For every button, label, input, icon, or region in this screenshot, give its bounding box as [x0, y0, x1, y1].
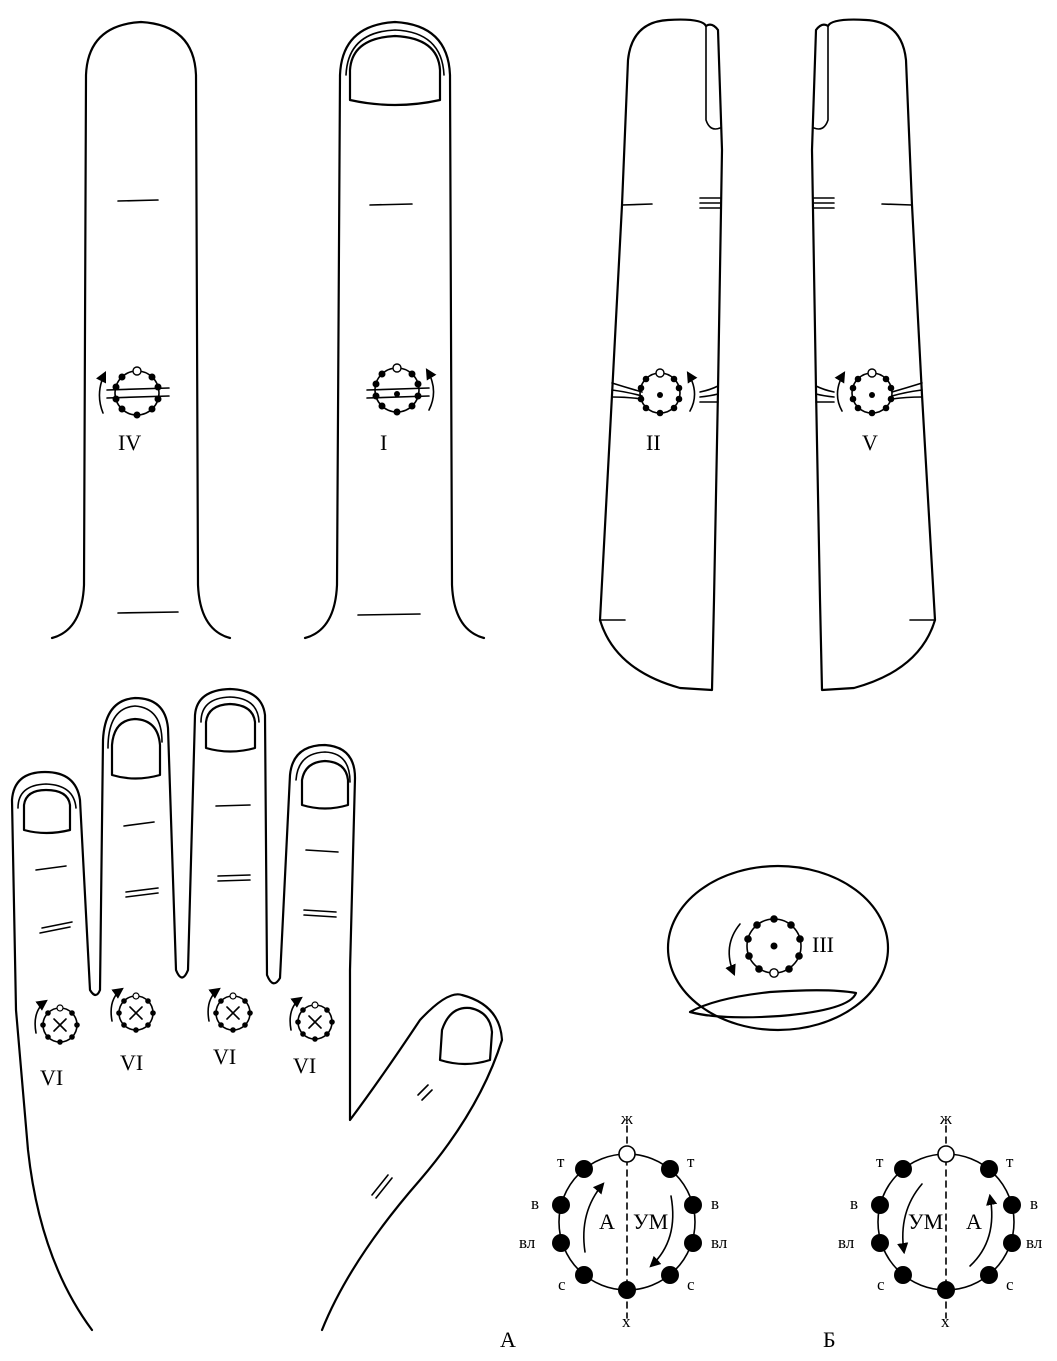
- scheme-a-top: ж: [620, 1109, 633, 1128]
- scheme-b-l4: с: [877, 1275, 885, 1294]
- scheme-b-inner-left: УМ: [908, 1209, 943, 1234]
- scheme-b-l3: вл: [838, 1233, 855, 1252]
- scheme-b-l1: т: [876, 1152, 884, 1171]
- scheme-b-r3: вл: [1026, 1233, 1043, 1252]
- point-marker-v: [837, 369, 894, 416]
- scheme-b-top: ж: [939, 1109, 952, 1128]
- scheme-a-l4: с: [558, 1275, 566, 1294]
- label-vi-2: VI: [120, 1050, 143, 1075]
- scheme-b-r2: в: [1030, 1194, 1038, 1213]
- finger-i: I: [305, 22, 484, 638]
- point-marker-vi-3: [208, 989, 253, 1033]
- point-marker-vi-1: [35, 1001, 80, 1045]
- fingertip-iii: III: [668, 866, 888, 1030]
- finger-ii: II: [600, 20, 722, 690]
- scheme-a-bottom: х: [622, 1312, 631, 1331]
- scheme-a: ж х т в вл с т в вл с А УМ А: [500, 1109, 728, 1352]
- hand: VI VI VI VI: [12, 689, 502, 1330]
- label-vi-3: VI: [213, 1044, 236, 1069]
- label-ii: II: [646, 430, 661, 455]
- finger-iv: IV: [52, 22, 230, 638]
- label-vi-4: VI: [293, 1053, 316, 1078]
- scheme-b-r4: с: [1006, 1275, 1014, 1294]
- scheme-a-r4: с: [687, 1275, 695, 1294]
- scheme-a-r3: вл: [711, 1233, 728, 1252]
- scheme-b-bottom: х: [941, 1312, 950, 1331]
- scheme-a-r2: в: [711, 1194, 719, 1213]
- scheme-b-l2: в: [850, 1194, 858, 1213]
- scheme-b-inner-right: А: [966, 1209, 982, 1234]
- scheme-b-r1: т: [1006, 1152, 1014, 1171]
- label-iii: III: [812, 932, 834, 957]
- point-marker-i: [367, 364, 434, 416]
- label-vi-1: VI: [40, 1065, 63, 1090]
- scheme-a-inner-left: А: [599, 1209, 615, 1234]
- scheme-a-r1: т: [687, 1152, 695, 1171]
- point-marker-vi-4: [290, 998, 335, 1042]
- point-marker-iv: [99, 367, 169, 419]
- scheme-b-caption: Б: [823, 1327, 836, 1352]
- point-marker-ii: [638, 369, 695, 416]
- point-marker-iii: [729, 915, 804, 977]
- finger-v: V: [812, 20, 935, 690]
- scheme-a-l2: в: [531, 1194, 539, 1213]
- scheme-a-l1: т: [557, 1152, 565, 1171]
- label-v: V: [862, 430, 878, 455]
- point-marker-vi-2: [111, 989, 156, 1033]
- scheme-a-l3: вл: [519, 1233, 536, 1252]
- scheme-a-caption: А: [500, 1327, 516, 1352]
- scheme-b: ж х т в вл с т в вл с УМ А Б: [823, 1109, 1043, 1352]
- label-i: I: [380, 430, 387, 455]
- label-iv: IV: [118, 430, 141, 455]
- scheme-a-inner-right: УМ: [633, 1209, 668, 1234]
